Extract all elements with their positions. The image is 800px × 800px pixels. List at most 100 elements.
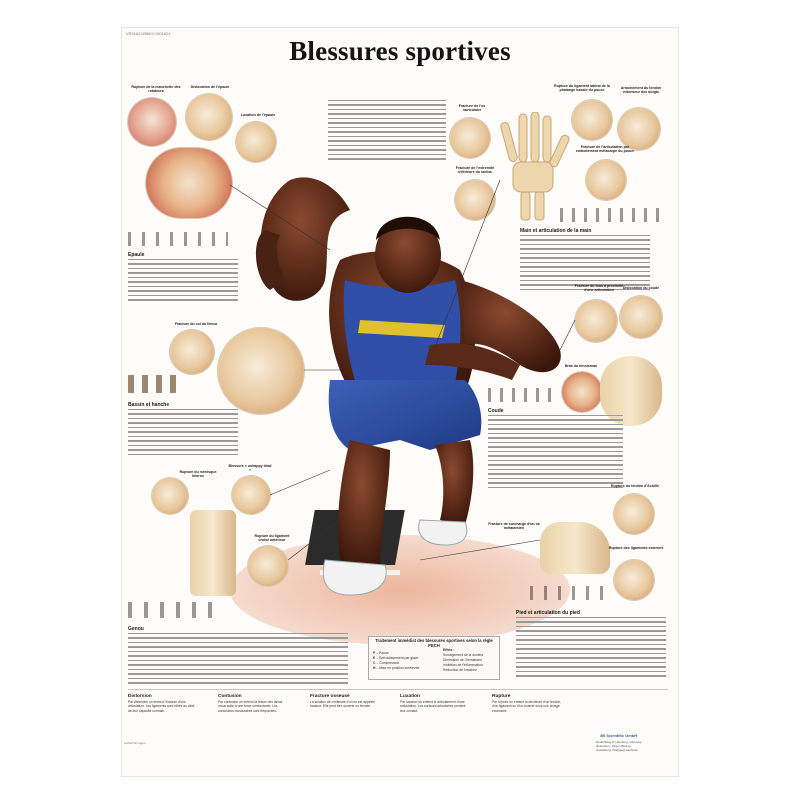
pech-word: Refroidissement par glace bbox=[379, 656, 419, 660]
intro-text bbox=[328, 100, 446, 163]
radius-fracture-image bbox=[455, 180, 495, 220]
column-title: Fracture osseuse bbox=[310, 694, 350, 699]
unhappy-triad-label: Blessure « unhappy triad » bbox=[228, 464, 272, 472]
thumb-ligament-label: Rupture du ligament latéral de la phalan… bbox=[554, 84, 610, 92]
pech-effect: Réduction de l'œdème bbox=[443, 668, 478, 672]
hand-title: Main et articulation de la main bbox=[520, 228, 592, 234]
column-text: Par distorsion on entend l'entorse d'une… bbox=[128, 700, 195, 713]
femoral-neck-small-image bbox=[170, 330, 214, 374]
navicular-fracture-label: Fracture de l'os naviculaire bbox=[458, 104, 486, 112]
product-code: VR3162/4356/4 1001624 bbox=[126, 31, 171, 36]
poster-title: Blessures sportives bbox=[289, 36, 511, 66]
tennis-elbow-image bbox=[562, 372, 602, 412]
column-title: Rupture bbox=[492, 694, 511, 699]
column-text: Par luxation on entend le déboîtement d'… bbox=[400, 700, 466, 713]
publisher-line: Gestaltung: Wolfgang Gerhardt bbox=[596, 747, 638, 752]
stress-fracture-label: Fracture de surcharge d'un os métatarsie… bbox=[488, 522, 540, 530]
pech-letter: H bbox=[373, 666, 376, 670]
pech-title: Traitement immédiat des blessures sporti… bbox=[375, 638, 493, 648]
pech-row-c: C – Compression bbox=[373, 661, 400, 665]
bottom-column-fracture: Fracture osseuse La solution de continui… bbox=[310, 694, 380, 709]
cruciate-ligament-image bbox=[248, 546, 288, 586]
extensor-tendon-label: Arrachement du tendon extenseur des doig… bbox=[620, 86, 662, 94]
ankle-ligament-label: Rupture des ligaments externes bbox=[608, 546, 664, 550]
foot-skeleton-image bbox=[540, 522, 610, 574]
pech-letter: E bbox=[373, 656, 376, 660]
ankle-ligament-image bbox=[614, 560, 654, 600]
meniscus-image bbox=[152, 478, 188, 514]
shoulder-athletes-icons bbox=[128, 232, 228, 246]
bottom-column-contusion: Contusion Par contusion on entend la lés… bbox=[218, 694, 288, 713]
bottom-column-luxation: Luxation Par luxation on entend le déboî… bbox=[400, 694, 470, 713]
navicular-fracture-image bbox=[450, 118, 490, 158]
rotator-cuff-label: Rupture de la manchette des rotateurs bbox=[131, 85, 181, 93]
foot-title: Pied et articulation du pied bbox=[516, 610, 580, 616]
pech-word: Mise en position surélevée bbox=[379, 666, 420, 670]
pech-letter: P bbox=[373, 651, 376, 655]
shoulder-joint-image bbox=[146, 148, 232, 218]
publisher-line: Illustration: Jürgen Büsing bbox=[596, 743, 631, 748]
meniscus-label: Rupture du ménisque interne bbox=[179, 470, 217, 478]
elbow-dislocation-image bbox=[620, 296, 662, 338]
shoulder-dislocation-image bbox=[186, 94, 232, 140]
hand-skeleton-image bbox=[500, 112, 570, 221]
publisher-logo: 3B Scientific GmbH bbox=[600, 733, 638, 738]
metacarpal-fracture-image bbox=[586, 160, 626, 200]
knee-title: Genou bbox=[128, 626, 144, 632]
elbow-text bbox=[488, 415, 623, 491]
femoral-neck-label: Fracture du col du fémur bbox=[174, 322, 218, 326]
pech-box: Traitement immédiat des blessures sporti… bbox=[368, 636, 500, 680]
pech-effects-title: Effets : bbox=[443, 648, 455, 652]
pech-row-h: H – Mise en position surélevée bbox=[373, 666, 420, 670]
knee-text bbox=[128, 633, 348, 687]
pech-word: Pause bbox=[379, 651, 389, 655]
shoulder-luxation-image bbox=[236, 122, 276, 162]
knee-joint-image bbox=[190, 510, 236, 596]
unhappy-triad-image bbox=[232, 476, 270, 514]
elbow-dislocation-label: Dislocation du coude bbox=[622, 286, 660, 290]
pech-row-e: E – Refroidissement par glace bbox=[373, 656, 419, 660]
rotator-cuff-image bbox=[128, 98, 176, 146]
column-title: Distorsion bbox=[128, 694, 152, 699]
arm-fracture-label: Fracture du bras à proximité d'une artic… bbox=[574, 284, 624, 292]
hip-text bbox=[128, 409, 238, 458]
pech-row-p: P – Pause bbox=[373, 651, 389, 655]
shoulder-dislocation-label: Dislocation de l'épaule bbox=[190, 85, 230, 89]
cruciate-ligament-label: Rupture du ligament croisé antérieur bbox=[254, 534, 290, 542]
column-text: La solution de continuité d'un os est ap… bbox=[310, 700, 375, 709]
thumb-ligament-image bbox=[572, 100, 612, 140]
shoulder-luxation-label: Luxation de l'épaule bbox=[240, 113, 276, 117]
metacarpal-fracture-label: Fracture de l'articulation par emboîteme… bbox=[575, 145, 635, 153]
knee-athletes-icons bbox=[128, 602, 218, 618]
elbow-bones-image bbox=[600, 356, 662, 426]
side-note: Aufzeichnungen bbox=[124, 741, 146, 745]
pech-effect: Diminution de l'hématome bbox=[443, 658, 483, 662]
extensor-tendon-image bbox=[618, 108, 660, 150]
hand-text bbox=[520, 235, 650, 293]
shoulder-title: Epaule bbox=[128, 252, 145, 258]
pech-effect: Inhibition de l'inflammation bbox=[443, 663, 483, 667]
bottom-column-distorsion: Distorsion Par distorsion on entend l'en… bbox=[128, 694, 198, 713]
bottom-column-rupture: Rupture Par rupture on entend la déchiru… bbox=[492, 694, 562, 713]
femoral-neck-image bbox=[218, 328, 304, 414]
pech-effect: Soulagement de la douleur bbox=[443, 653, 484, 657]
foot-text bbox=[516, 617, 666, 680]
column-text: Par contusion on entend la lésion des ti… bbox=[218, 700, 283, 713]
column-text: Par rupture on entend la déchirure d'un … bbox=[492, 700, 562, 713]
publisher-address: Rudorffweg 8, Hamburg, Germany Illustrat… bbox=[596, 740, 642, 752]
hip-athletes-icons bbox=[128, 375, 178, 393]
publisher-line: Rudorffweg 8, Hamburg, Germany bbox=[596, 740, 642, 744]
hand-athletes-icons bbox=[560, 208, 660, 222]
hip-title: Bassin et hanche bbox=[128, 402, 170, 408]
bottom-divider bbox=[128, 689, 668, 690]
radius-fracture-label: Fracture de l'extrémité inférieure du ra… bbox=[455, 166, 495, 174]
foot-athletes-icons bbox=[530, 586, 610, 600]
achilles-label: Rupture du tendon d'Achille bbox=[611, 484, 659, 488]
column-title: Luxation bbox=[400, 694, 420, 699]
tennis-elbow-label: Bras du tennisman bbox=[564, 364, 598, 368]
pech-letter: C bbox=[373, 661, 376, 665]
achilles-image bbox=[614, 494, 654, 534]
column-title: Contusion bbox=[218, 694, 242, 699]
